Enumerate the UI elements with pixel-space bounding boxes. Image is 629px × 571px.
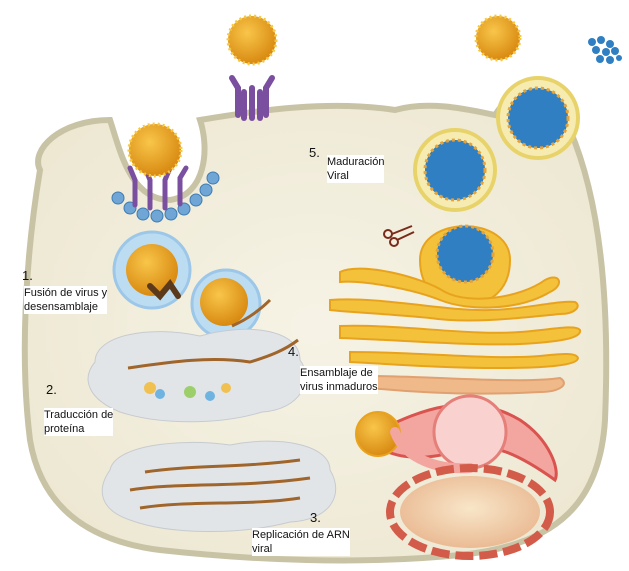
step-2-label-line-1: Traducción de <box>44 408 113 422</box>
step-2-label-line-2: proteína <box>44 422 113 436</box>
step-4-label-line-1: Ensamblaje de <box>300 366 378 380</box>
step-1-label-line-2: desensamblaje <box>24 300 107 314</box>
step-4-label-line-2: virus inmaduros <box>300 380 378 394</box>
step-1-label-line-1: Fusión de virus y <box>24 286 107 300</box>
step-4-number: 4. <box>288 344 299 359</box>
step-1-label: Fusión de virus y desensamblaje <box>24 286 107 314</box>
virion-entering <box>129 124 181 176</box>
step-2-label: Traducción de proteína <box>44 408 113 436</box>
step-5-label-line-2: Viral <box>327 169 384 183</box>
nucleus <box>400 476 540 548</box>
step-3-number: 3. <box>310 510 321 525</box>
maturing-virion <box>425 140 485 200</box>
virion-attaching <box>228 16 276 64</box>
step-5-label: Maduración Viral <box>327 155 384 183</box>
immature-virion-golgi <box>437 226 493 282</box>
virion-released <box>476 16 520 60</box>
step-4-label: Ensamblaje de virus inmaduros <box>300 366 378 394</box>
receptors-surface <box>232 78 272 118</box>
replication-vesicle <box>434 396 506 468</box>
step-3-label-line-2: viral <box>252 542 350 556</box>
step-3-label: Replicación de ARN viral <box>252 528 350 556</box>
virion-endosome-2 <box>200 278 248 326</box>
step-5-label-line-1: Maduración <box>327 155 384 169</box>
step-1-number: 1. <box>22 268 33 283</box>
translation-cloud <box>88 329 306 421</box>
replication-cloud <box>102 441 335 531</box>
step-3-label-line-1: Replicación de ARN <box>252 528 350 542</box>
capsid-particle-cluster <box>588 36 622 64</box>
mature-virion-budding <box>508 88 568 148</box>
step-2-number: 2. <box>46 382 57 397</box>
step-5-number: 5. <box>309 145 320 160</box>
